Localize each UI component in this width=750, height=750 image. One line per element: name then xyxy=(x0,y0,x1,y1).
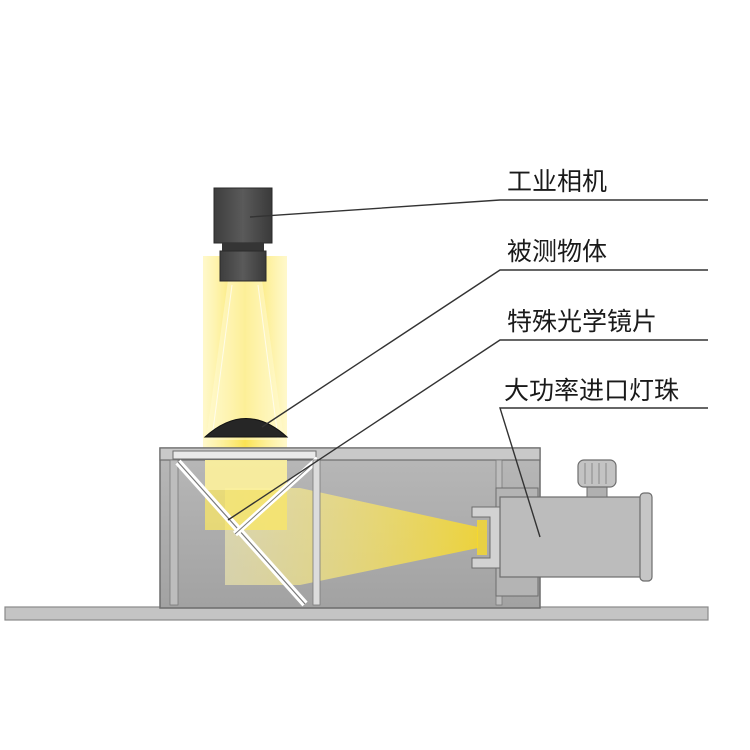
label-industrial-camera: 工业相机 xyxy=(507,167,607,196)
industrial-camera xyxy=(213,187,273,282)
label-led-beads: 大功率进口灯珠 xyxy=(504,376,679,405)
camera-lens xyxy=(219,250,267,282)
camera-collar xyxy=(222,243,264,251)
vertical-light-beam xyxy=(203,256,287,448)
led-lamp-assembly xyxy=(471,459,653,597)
leader-line-camera xyxy=(249,199,708,218)
label-optical-mirror: 特殊光学镜片 xyxy=(507,307,657,336)
base-plate xyxy=(4,606,709,621)
internal-light-path xyxy=(205,460,478,585)
special-optical-mirror xyxy=(175,456,321,607)
leader-line-object xyxy=(261,269,708,428)
leader-lines xyxy=(227,199,708,538)
top-glass-window xyxy=(172,450,317,460)
leader-line-mirror xyxy=(227,339,708,521)
label-inspected-object: 被测物体 xyxy=(507,237,607,266)
leader-line-led xyxy=(499,407,708,538)
